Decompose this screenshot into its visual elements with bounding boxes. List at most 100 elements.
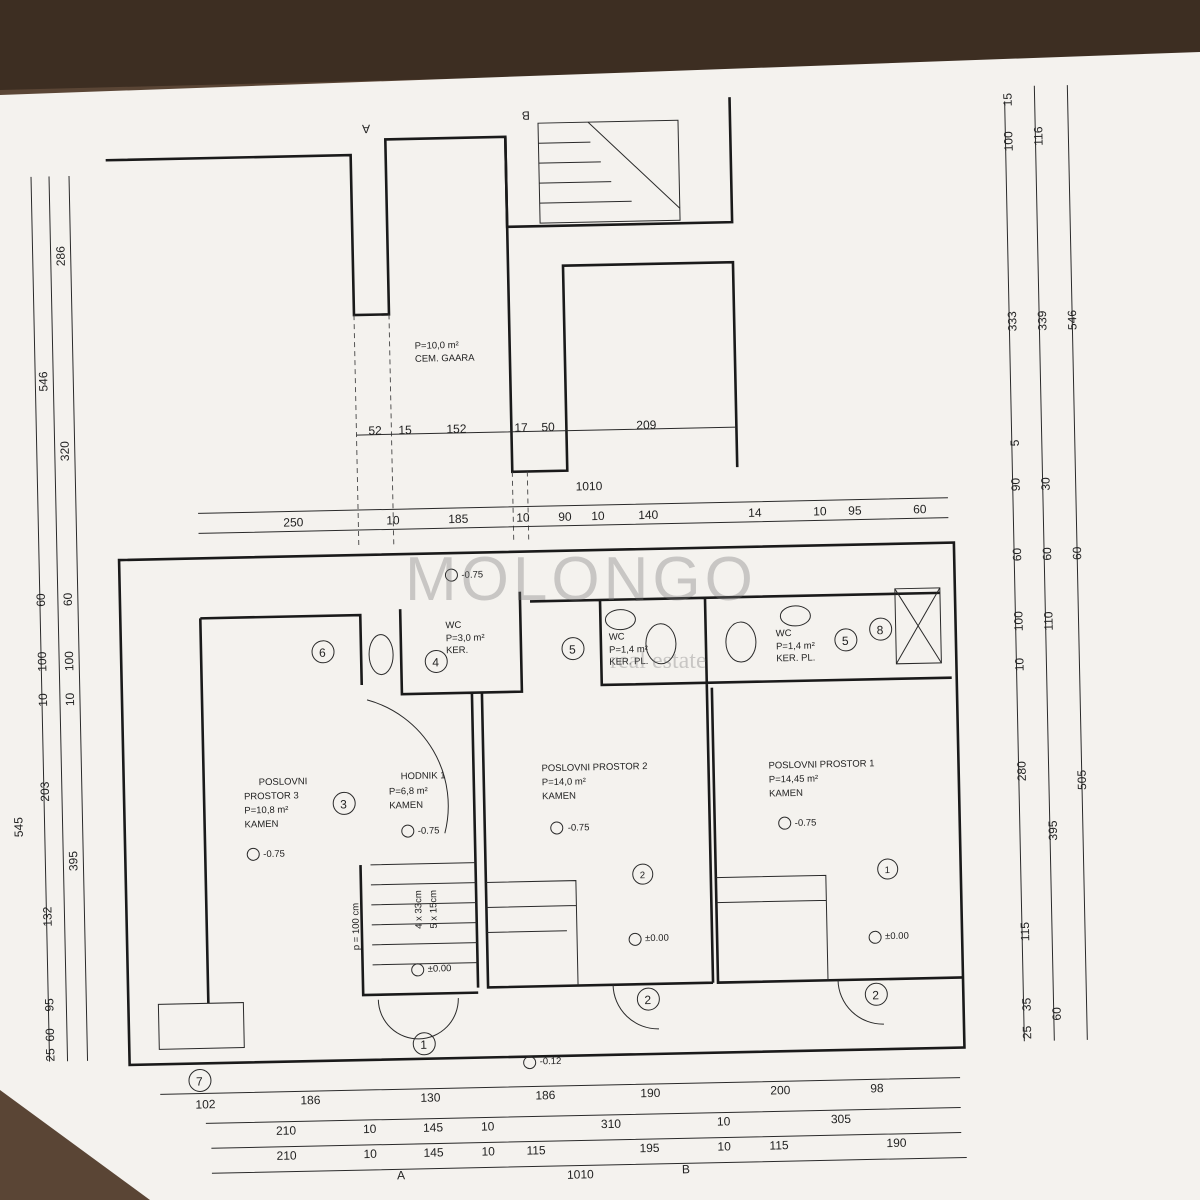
dim-top-1: 10 [386,513,400,527]
garage-name: CEM. GAARA [415,353,476,365]
level-hodnik: -0.75 [418,825,440,836]
dim-b3-0: 210 [276,1148,297,1162]
dim-b1-5: 200 [770,1083,791,1097]
wc-mid-area: P=3,0 m² [446,632,485,644]
dim-r1-1: 35 [1019,997,1033,1011]
dim-r1-9: 333 [1005,311,1019,332]
dim-r1-3: 280 [1014,761,1028,782]
dim-r2-6: 116 [1031,126,1045,146]
dim-b2-5: 10 [717,1114,731,1128]
marker-4: 4 [432,655,439,669]
dim-top-0: 250 [283,515,304,529]
dim-l1-3: 132 [40,906,54,927]
dim-b2-4: 310 [601,1117,622,1131]
section-a-top: A [362,122,370,136]
wc-b-floor: KER. PL. [776,653,815,665]
dimension-lines [30,85,1088,1174]
dim-l-total-1: 546 [36,371,50,392]
dim-b2-3: 10 [481,1119,495,1133]
level-p3: -0.75 [263,849,285,860]
dim-l1-1: 60 [43,1028,57,1042]
p3-name2: PROSTOR 3 [244,790,299,802]
hodnik-floor: KAMEN [389,800,423,812]
dim-r1-0: 25 [1020,1025,1034,1039]
watermark-brand: MOLONGO [405,545,757,614]
level-st1: ±0.00 [885,931,909,942]
level-outside: -0.12 [540,1056,562,1067]
p2-area: P=14,0 m² [542,776,586,788]
p2-name: POSLOVNI PROSTOR 2 [541,761,647,774]
marker-8: 8 [877,623,884,637]
section-b-top: B [522,108,530,122]
dim-r1-7: 90 [1009,477,1023,491]
dim-b1-6: 98 [870,1081,884,1095]
marker-2b: 2 [872,988,879,1002]
dim-l2-1: 10 [63,692,77,706]
dim-garage-0: 52 [368,424,382,438]
level-markers: -0.75 -0.75 -0.75 -0.75 -0.75 ±0.00 ±0.0… [246,568,909,1070]
dim-r2-3: 60 [1040,547,1054,561]
watermark-sub: real estate [610,648,707,674]
dim-r2-1: 395 [1046,820,1060,841]
level-p2: -0.75 [568,822,590,833]
dim-r-total-1: 546 [1065,310,1079,331]
dim-b3-3: 10 [481,1144,495,1158]
dim-l1-4: 203 [38,781,52,802]
dim-r1-6: 60 [1010,547,1024,561]
dim-l2-5: 286 [53,246,67,267]
dim-top-7: 14 [748,506,762,520]
dim-l1-5: 10 [36,693,50,707]
dim-l2-2: 100 [62,651,76,672]
dim-1010-top: 1010 [575,479,602,494]
dim-b3-1: 10 [363,1147,377,1161]
dim-l2-4: 320 [58,441,72,462]
dim-r2-0: 60 [1050,1007,1064,1021]
dim-garage-2: 152 [446,422,467,436]
dim-bottom-total: 1010 [567,1167,594,1182]
wc-mid-floor: KER. [446,645,468,656]
dim-l2-0: 395 [66,851,80,872]
dim-b3-4: 115 [526,1143,546,1157]
dim-l1-7: 60 [34,593,48,607]
dim-b1-3: 186 [535,1088,556,1102]
dim-r2-4: 30 [1039,477,1053,491]
garage-block [105,97,739,546]
dim-b3-5: 195 [639,1141,660,1155]
dim-r1-5: 100 [1011,611,1025,632]
dim-r1-10: 100 [1001,131,1015,152]
watermark: MOLONGO real estate [405,545,757,674]
dim-garage-1: 15 [398,423,412,437]
p2-floor: KAMEN [542,791,576,803]
hodnik-area: P=6,8 m² [389,786,428,798]
dim-b3-6: 10 [717,1139,731,1153]
dim-b1-1: 186 [300,1093,321,1107]
level-top: -0.75 [461,569,483,580]
stair-c: p = 100 cm [350,903,362,951]
dim-top-3: 10 [516,510,530,524]
marker-5: 5 [569,643,576,657]
dim-r1-2: 115 [1018,922,1032,942]
stair-b: 5 x 15cm [428,890,440,929]
dim-l2-3: 60 [61,592,75,606]
dim-l1-0: 25 [43,1048,57,1062]
dim-r1-11: 15 [1000,93,1014,107]
dim-l1-2: 95 [42,998,56,1012]
section-b: B [682,1162,690,1176]
marker-1b: 1 [885,865,891,876]
p1-name: POSLOVNI PROSTOR 1 [768,758,874,771]
wc-a-area: P=1,4 m² [609,644,648,656]
p3-name: POSLOVNI [259,776,308,788]
section-markers: A B A B [362,108,690,1182]
room-labels: POSLOVNI PROSTOR 3 P=10,8 m² KAMEN HODNI… [244,340,875,831]
wc-b-name: WC [776,628,792,639]
dim-garage-4: 50 [541,420,555,434]
dim-b2-2: 145 [423,1120,444,1134]
dim-r-total-0: 505 [1075,769,1089,790]
level-st2: ±0.00 [645,933,669,944]
dim-r1-4: 10 [1012,657,1026,671]
ground-floor [117,541,966,1067]
dim-b2-0: 210 [276,1123,297,1137]
marker-3: 3 [340,797,347,811]
marker-1: 1 [420,1038,427,1052]
